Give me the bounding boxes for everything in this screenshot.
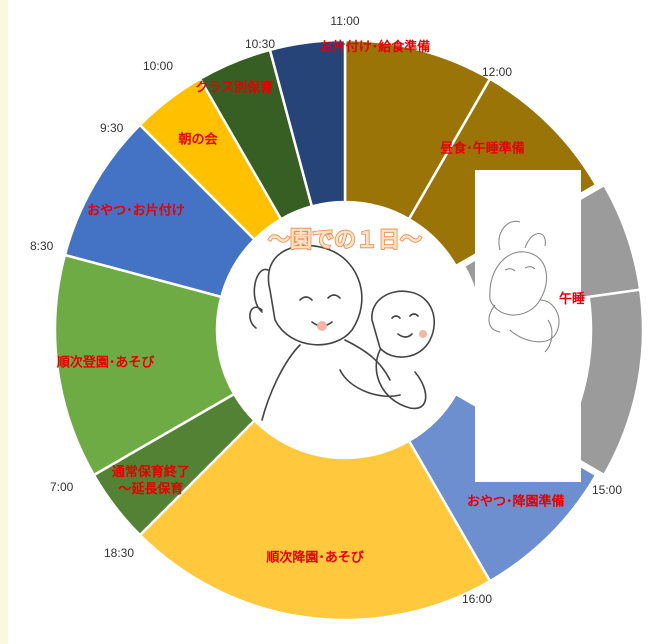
illustration-stroke-8 — [391, 313, 419, 319]
segment-1030-1100 — [268, 38, 347, 208]
segment-label-1100-1200: お片付け･給食準備 — [320, 39, 431, 55]
center-disc — [219, 204, 471, 456]
dragon-stroke-5 — [544, 319, 553, 353]
segment-label-1000-1030: クラス別保育 — [195, 80, 273, 96]
mother-cheek — [317, 321, 327, 331]
dragon-stroke-4 — [504, 266, 536, 272]
illustration-stroke-11 — [339, 369, 401, 397]
illustration-stroke-5 — [261, 344, 301, 421]
segment-label-830-930: おやつ･お片付け — [87, 202, 185, 218]
illustration-stroke-9 — [397, 333, 413, 338]
time-label-1200: 12:00 — [482, 65, 512, 79]
left-edge-strip — [0, 0, 8, 644]
dragon-stroke-0 — [489, 251, 548, 316]
segment-label-1600-1830: 順次降園･あそび — [266, 549, 365, 565]
illustration-stroke-2 — [253, 268, 269, 313]
segment-label-700-830: 順次登園･あそび — [57, 355, 156, 371]
sleeping-dragon-sketch — [488, 220, 560, 353]
nap-illustration-panel — [475, 170, 581, 482]
segment-label-1300-1500: 午睡 — [559, 291, 585, 307]
mother-and-baby-illustration — [219, 204, 471, 456]
time-label-1500: 15:00 — [592, 483, 622, 497]
segment-label-1500-1600: おやつ･降園準備 — [467, 494, 565, 510]
segment-700-830 — [53, 253, 236, 477]
time-label-830: 8:30 — [30, 239, 54, 253]
time-label-1000: 10:00 — [143, 59, 173, 73]
center-title: 〜園での１日〜 — [268, 228, 422, 253]
time-label-1830: 18:30 — [104, 546, 134, 560]
segment-label-1830-700: 通常保育終了〜延長保育 — [112, 464, 190, 497]
time-label-930: 9:30 — [100, 121, 124, 135]
segment-label-1200-1300: 昼食･午睡準備 — [440, 141, 525, 157]
dragon-stroke-3 — [488, 304, 501, 333]
dragon-stroke-1 — [498, 220, 546, 251]
time-label-1100: 11:00 — [330, 14, 359, 28]
segment-label-930-1000: 朝の会 — [179, 131, 219, 147]
time-label-1030: 10:30 — [245, 37, 275, 51]
illustration-stroke-6 — [344, 339, 391, 381]
segment-1600-1830 — [138, 418, 492, 622]
illustration-stroke-7 — [371, 290, 435, 358]
times-layer: 11:00 12:00 15:00 16:00 18:30 7:00 8:30 9:30 10:… — [30, 14, 622, 606]
segments-layer — [53, 38, 598, 622]
baby-cheek — [419, 330, 427, 338]
illustration-stroke-3 — [299, 294, 341, 301]
time-label-1600: 16:00 — [462, 592, 492, 606]
illustration-stroke-0 — [267, 244, 363, 346]
time-label-700: 7:00 — [50, 480, 74, 494]
nap-layer — [462, 170, 645, 482]
illustration-stroke-10 — [375, 349, 427, 410]
dragon-stroke-2 — [509, 299, 560, 343]
